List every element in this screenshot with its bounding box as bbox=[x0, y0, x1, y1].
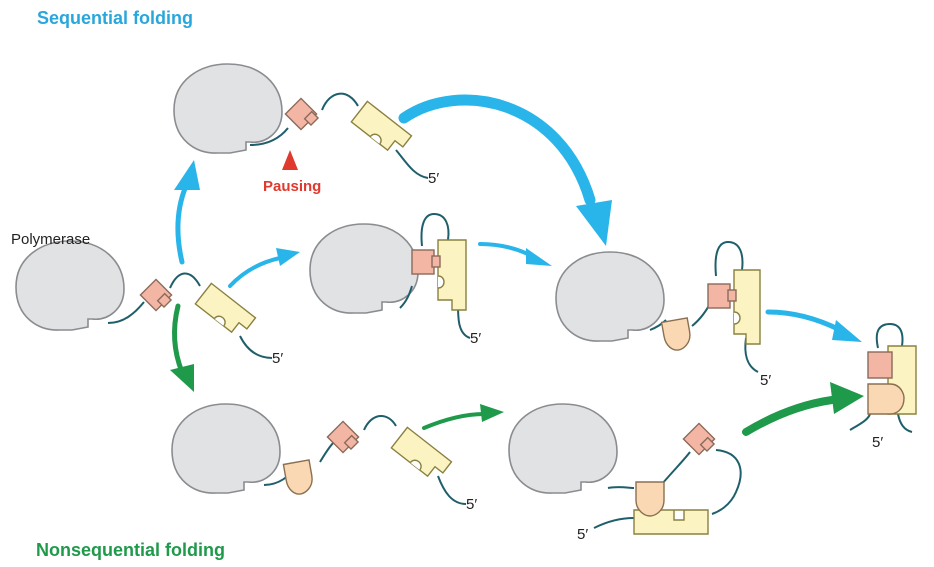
pink-domain-knob bbox=[303, 110, 320, 127]
arrow-seq-final bbox=[765, 309, 862, 342]
label-five-prime: 5′ bbox=[760, 372, 772, 389]
title-sequential-folding: Sequential folding bbox=[37, 8, 193, 28]
label-five-prime: 5′ bbox=[577, 526, 589, 543]
arrow-nonseq-final bbox=[742, 382, 864, 436]
label-five-prime: 5′ bbox=[272, 350, 284, 367]
arrow-seq-up bbox=[174, 160, 200, 265]
rna-hairpin bbox=[399, 212, 471, 339]
peach-domain bbox=[867, 383, 905, 415]
polymerase-shape bbox=[555, 251, 665, 342]
polymerase-shape bbox=[309, 223, 419, 314]
pink-domain-knob bbox=[431, 255, 441, 268]
pink-domain-knob bbox=[156, 292, 173, 309]
arrow-seq-right bbox=[478, 242, 552, 266]
arrow-seq-big bbox=[398, 94, 612, 246]
pink-domain bbox=[707, 283, 731, 309]
arrow-nonseq-mid bbox=[422, 404, 504, 430]
pink-domain bbox=[411, 249, 435, 275]
title-nonsequential-folding: Nonsequential folding bbox=[36, 540, 225, 560]
label-polymerase: Polymerase bbox=[11, 231, 91, 248]
rna-three-domains bbox=[649, 240, 761, 373]
pink-domain-knob bbox=[699, 436, 716, 453]
label-five-prime: 5′ bbox=[466, 496, 478, 513]
pink-domain-knob bbox=[727, 289, 737, 302]
pausing-marker bbox=[282, 150, 298, 170]
label-five-prime: 5′ bbox=[872, 434, 884, 451]
yellow-domain bbox=[390, 426, 453, 478]
label-pausing: Pausing bbox=[263, 178, 322, 195]
rna-top-pausing bbox=[249, 92, 429, 179]
rna-initial bbox=[107, 272, 273, 359]
label-five-prime: 5′ bbox=[428, 170, 440, 187]
yellow-domain bbox=[194, 282, 257, 334]
polymerase-shape bbox=[508, 403, 618, 494]
yellow-domain bbox=[437, 239, 467, 311]
rna-nonseq-extended bbox=[263, 415, 467, 505]
peach-domain bbox=[282, 459, 313, 495]
yellow-domain bbox=[733, 269, 761, 345]
rna-folded-final bbox=[849, 322, 917, 433]
label-five-prime: 5′ bbox=[470, 330, 482, 347]
peach-domain bbox=[635, 481, 665, 517]
peach-domain bbox=[660, 317, 691, 351]
arrow-nonseq-down bbox=[170, 303, 194, 392]
arrow-seq-mid bbox=[228, 248, 300, 288]
polymerase-shape bbox=[15, 240, 125, 331]
polymerase-shape bbox=[171, 403, 281, 494]
rna-nonseq-misfolded bbox=[593, 422, 742, 535]
pink-domain-knob bbox=[343, 434, 360, 451]
polymerase-shape bbox=[173, 63, 283, 154]
pink-domain bbox=[867, 351, 893, 379]
yellow-domain bbox=[350, 100, 413, 152]
